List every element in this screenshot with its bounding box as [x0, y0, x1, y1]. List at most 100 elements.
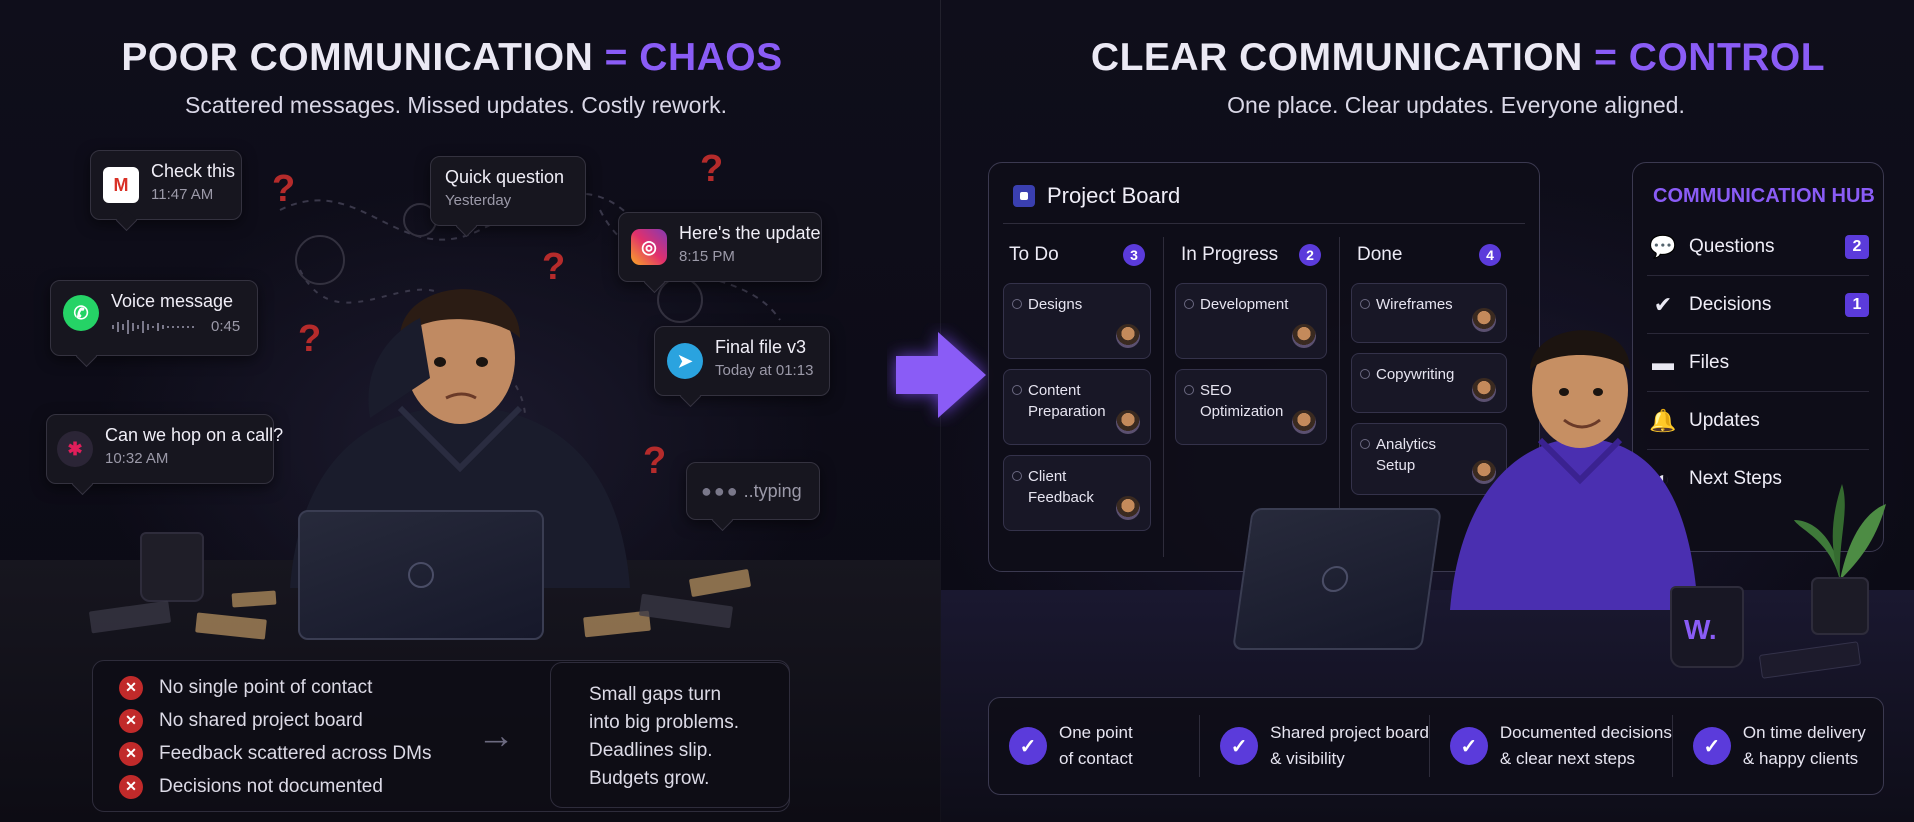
avatar	[1472, 460, 1496, 484]
message-time: 8:15 PM	[679, 248, 735, 265]
laptop-logo-icon	[1320, 566, 1350, 592]
voice-duration: 0:45	[211, 318, 241, 335]
question-mark-icon: ?	[542, 246, 566, 288]
problem-item: ✕Feedback scattered across DMs	[119, 737, 431, 770]
message-bubble: M Check this 11:47 AM	[90, 150, 242, 220]
typing-dots-icon: ●●●	[701, 480, 740, 501]
right-title-accent: CONTROL	[1628, 36, 1826, 79]
benefit-line: & visibility	[1270, 749, 1345, 768]
message-bubble: ◎ Here's the update 8:15 PM	[618, 212, 822, 282]
column-count-badge: 2	[1299, 244, 1321, 266]
status-dot-icon	[1012, 471, 1022, 481]
problem-text: No single point of contact	[159, 676, 373, 698]
x-circle-icon: ✕	[119, 774, 143, 799]
avatar	[1292, 410, 1316, 434]
task-card[interactable]: Copywriting	[1351, 353, 1507, 413]
right-title-eq: =	[1594, 36, 1629, 79]
branded-mug: W.	[1670, 586, 1744, 668]
check-circle-icon: ✓	[1009, 727, 1047, 765]
bell-icon: 🔔	[1649, 407, 1677, 433]
right-subtitle: One place. Clear updates. Everyone align…	[1227, 92, 1685, 118]
right-title: CLEAR COMMUNICATION = CONTROL	[1091, 36, 1825, 80]
consequence-box: Small gaps turn into big problems. Deadl…	[550, 662, 790, 808]
x-circle-icon: ✕	[119, 708, 143, 733]
x-circle-icon: ✕	[119, 675, 143, 700]
column-count-badge: 4	[1479, 244, 1501, 266]
task-card[interactable]: Analytics Setup	[1351, 423, 1507, 495]
benefit-item: ✓On time delivery& happy clients	[1673, 715, 1883, 777]
board-title: Project Board	[1047, 183, 1181, 208]
task-card[interactable]: Content Preparation	[1003, 369, 1151, 445]
laptop	[298, 510, 544, 640]
message-text: Quick question	[445, 167, 565, 187]
problem-item: ✕Decisions not documented	[119, 770, 431, 803]
task-title: Copywriting	[1376, 366, 1455, 383]
column-title: To Do	[1009, 244, 1059, 265]
hub-item-updates[interactable]: 🔔 Updates	[1647, 392, 1869, 450]
status-dot-icon	[1360, 299, 1370, 309]
task-card[interactable]: SEO Optimization	[1175, 369, 1327, 445]
message-text: Check this	[151, 161, 236, 181]
status-dot-icon	[1360, 439, 1370, 449]
message-bubble: ✆ Voice message 0:45	[50, 280, 258, 356]
task-title: Client Feedback	[1028, 468, 1094, 506]
hub-item-label: Next Steps	[1689, 468, 1782, 489]
message-bubble: Quick question Yesterday	[430, 156, 586, 226]
laptop-logo-icon	[408, 562, 434, 588]
hub-item-label: Updates	[1689, 409, 1760, 431]
telegram-icon: ➤	[667, 343, 703, 379]
benefit-item: ✓ Shared project board & visibility	[1200, 715, 1430, 777]
folder-icon: ▬	[1652, 349, 1674, 375]
board-icon	[1013, 185, 1035, 207]
hub-item-files[interactable]: ▬Files	[1647, 334, 1869, 392]
consequence-line: Deadlines slip.	[589, 740, 713, 761]
avatar	[1116, 410, 1140, 434]
avatar	[1292, 324, 1316, 348]
benefit-line: Shared project board	[1270, 723, 1429, 742]
task-title: Designs	[1028, 296, 1083, 313]
column-title: Done	[1357, 244, 1403, 265]
check-circle-icon: ✓	[1220, 727, 1259, 765]
hub-title: COMMUNICATION HUB	[1653, 185, 1875, 207]
task-card[interactable]: Development	[1175, 283, 1327, 359]
consequence-line: into big problems.	[589, 712, 739, 733]
message-text: Can we hop on a call?	[105, 425, 284, 445]
task-title: SEO Optimization	[1200, 382, 1284, 420]
left-title: POOR COMMUNICATION = CHAOS	[121, 36, 782, 80]
message-bubble: ✱ Can we hop on a call? 10:32 AM	[46, 414, 284, 484]
whatsapp-icon: ✆	[63, 295, 99, 331]
left-subtitle: Scattered messages. Missed updates. Cost…	[184, 92, 728, 118]
avatar	[1472, 378, 1496, 402]
slack-icon: ✱	[57, 431, 93, 467]
message-time: Today at 01:13	[715, 362, 814, 379]
benefit-line: of contact	[1059, 749, 1133, 768]
consequence-line: Small gaps turn	[589, 684, 722, 705]
avatar	[1116, 324, 1140, 348]
left-title-main: POOR COMMUNICATION	[121, 36, 605, 79]
message-bubble: ➤ Final file v3 Today at 01:13	[654, 326, 830, 396]
message-text: Here's the update	[679, 223, 821, 243]
task-card[interactable]: Designs	[1003, 283, 1151, 359]
task-card[interactable]: Wireframes	[1351, 283, 1507, 343]
benefit-item: ✓Documented decisions& clear next steps	[1430, 715, 1673, 777]
status-dot-icon	[1184, 385, 1194, 395]
problem-text: Feedback scattered across DMs	[159, 742, 432, 764]
hub-item-label: Decisions	[1689, 293, 1772, 315]
problem-item: ✕ No single point of contact	[119, 671, 431, 704]
status-dot-icon	[1012, 299, 1022, 309]
message-text: Voice message	[111, 291, 234, 311]
task-title: Analytics Setup	[1376, 436, 1437, 474]
benefit-line: Documented decisions	[1499, 723, 1672, 742]
task-card[interactable]: Client Feedback	[1003, 455, 1151, 531]
left-title-accent: CHAOS	[639, 36, 783, 79]
hub-count-badge: 1	[1845, 292, 1869, 317]
task-title: Content Preparation	[1028, 382, 1106, 420]
gmail-icon: M	[103, 167, 139, 203]
message-time: Yesterday	[445, 192, 512, 209]
